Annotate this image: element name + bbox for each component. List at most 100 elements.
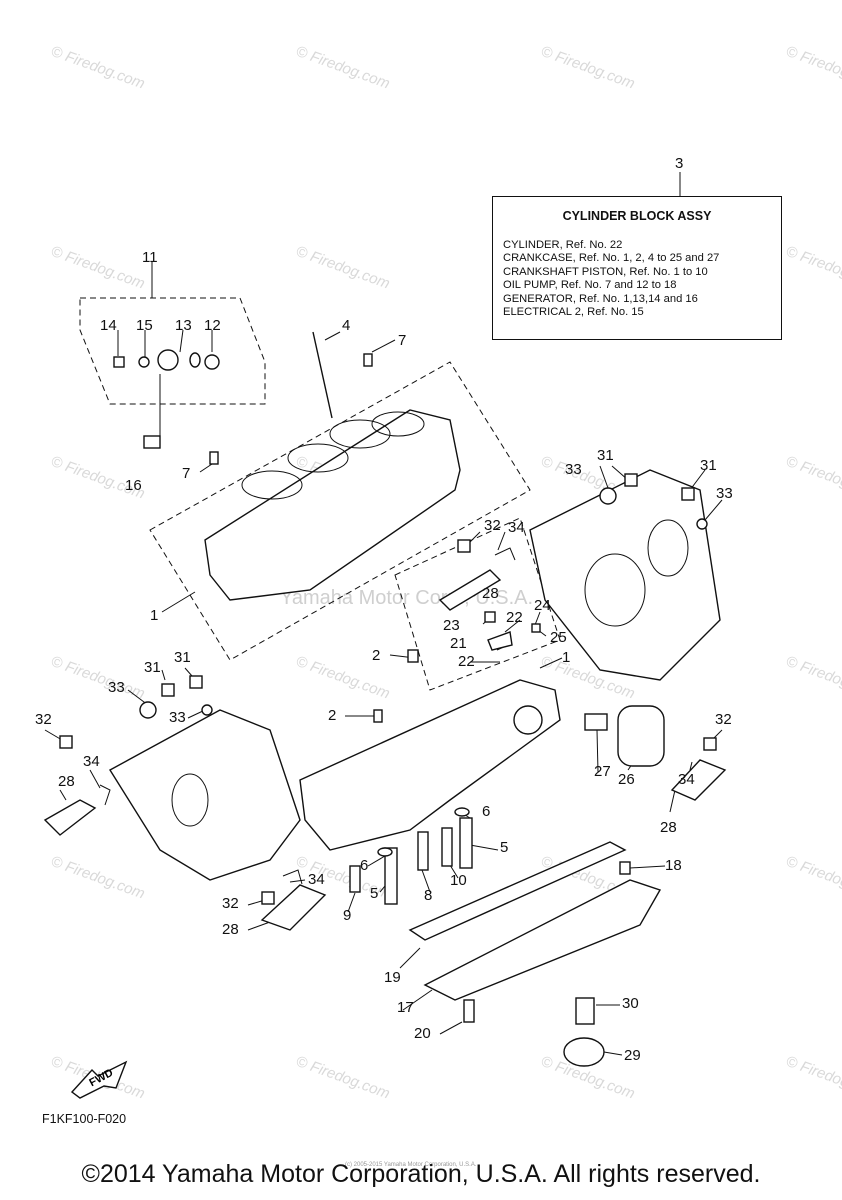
o-ring-13 (189, 352, 201, 368)
bolt-20 (463, 999, 475, 1023)
callout-label: 31 (700, 457, 717, 474)
washer-33-c (139, 701, 157, 719)
gasket-19 (408, 841, 627, 941)
firedog-watermark: © Firedog.com (49, 43, 147, 93)
callout-label: 34 (308, 871, 325, 888)
tiny-copyright: (c) 2005-2015 Yamaha Motor Corporation, … (345, 1162, 477, 1168)
plate-28-right (670, 759, 727, 801)
bolt-23 (484, 611, 496, 623)
callout-label-3: 3 (675, 155, 683, 172)
lower-bracket (260, 869, 327, 931)
callout-label: 34 (678, 771, 695, 788)
bolt-16 (143, 435, 161, 449)
bolt-31-d (161, 683, 175, 697)
washer-33-d (201, 704, 213, 716)
assy-title: CYLINDER BLOCK ASSY (562, 209, 712, 223)
callout-label: 16 (125, 477, 142, 494)
cylinder-block (204, 331, 461, 601)
generator-cover (529, 469, 721, 681)
callout-label: 12 (204, 317, 221, 334)
firedog-watermark: © Firedog.com (784, 853, 842, 903)
firedog-watermark: © Firedog.com (294, 1053, 392, 1103)
bolt-9 (349, 865, 361, 893)
callout-label: 28 (58, 773, 75, 790)
bolt-14 (113, 356, 125, 368)
firedog-watermark: © Firedog.com (784, 43, 842, 93)
plate-28-lower (260, 884, 327, 931)
callout-label: 1 (150, 607, 158, 624)
assy-line: CRANKSHAFT PISTON, Ref. No. 1 to 10 (503, 265, 708, 278)
diagram-code: F1KF100-F020 (42, 1112, 127, 1126)
dowel-18 (619, 861, 631, 875)
callout-label: 20 (414, 1025, 431, 1042)
clamp-34 (494, 547, 516, 561)
washer-15 (138, 356, 150, 368)
drain-bolt-30 (575, 997, 595, 1025)
firedog-watermark: © Firedog.com (784, 1053, 842, 1103)
callout-label: 28 (222, 921, 239, 938)
callout-label: 2 (328, 707, 336, 724)
callout-label: 7 (398, 332, 406, 349)
callout-label: 6 (482, 803, 490, 820)
bolt-8 (417, 831, 429, 871)
copyright-footer: ©2014 Yamaha Motor Corporation, U.S.A. A… (81, 1160, 761, 1188)
callout-label: 5 (500, 839, 508, 856)
oil-pan-17 (423, 879, 662, 1001)
assy-line: OIL PUMP, Ref. No. 7 and 12 to 18 (503, 279, 677, 292)
callout-label: 27 (594, 763, 611, 780)
generator-cover-left (43, 675, 301, 881)
callout-label: 15 (136, 317, 153, 334)
cylinder-22 (204, 409, 461, 601)
oil-filter-26 (617, 705, 665, 767)
gasket-29 (563, 1037, 605, 1067)
firedog-watermark: © Firedog.com (49, 243, 147, 293)
breather-plate-28 (438, 569, 502, 611)
firedog-watermark: © Firedog.com (49, 653, 147, 703)
oil-pan-group (408, 841, 662, 1067)
cylinder-group-outline (149, 361, 531, 661)
bolt-32-left (59, 735, 73, 749)
stud-4 (312, 331, 333, 419)
washer-33-a (599, 487, 617, 505)
callout-label: 31 (174, 649, 191, 666)
bolt-32-breather (457, 539, 471, 553)
assy-line: CRANKCASE, Ref. No. 1, 2, 4 to 25 and 27 (503, 252, 720, 265)
union-bolt-27 (584, 713, 608, 731)
oil-filter-mount (513, 705, 543, 735)
assy-line: GENERATOR, Ref. No. 1,13,14 and 16 (503, 292, 698, 305)
clamp-34-left (99, 784, 111, 806)
callout-label: 25 (550, 629, 567, 646)
callout-label: 34 (508, 519, 525, 536)
callout-label: 4 (342, 317, 350, 334)
oil-pressure-switch-13 (157, 349, 179, 371)
callout-label: 33 (565, 461, 582, 478)
bolt-31-a (624, 473, 638, 487)
dowel-2-a (407, 649, 419, 663)
callout-label: 18 (665, 857, 682, 874)
callout-label: 29 (624, 1047, 641, 1064)
callout-label: 32 (715, 711, 732, 728)
clamp-34-lower (282, 869, 303, 885)
washer-33-b (696, 518, 708, 530)
callout-label: 34 (83, 753, 100, 770)
crankcase (299, 649, 561, 851)
callout-label: 33 (169, 709, 186, 726)
callout-label: 24 (534, 597, 551, 614)
callout-label: 8 (424, 887, 432, 904)
oil-filter-group (584, 705, 727, 801)
hose-21 (487, 631, 513, 651)
callout-label: 14 (100, 317, 117, 334)
oil-pressure-group-outline (79, 297, 266, 405)
callout-label: 33 (716, 485, 733, 502)
callout-label: 7 (182, 465, 190, 482)
bolt-31-c (189, 675, 203, 689)
callout-label: 26 (618, 771, 635, 788)
dowel-7-a (363, 353, 373, 367)
callout-label: 22 (506, 609, 523, 626)
callout-label: 10 (450, 872, 467, 889)
callout-label: 22 (458, 653, 475, 670)
assy-box: CYLINDER BLOCK ASSY CYLINDER, Ref. No. 2… (492, 196, 782, 340)
firedog-watermark: © Firedog.com (784, 453, 842, 503)
